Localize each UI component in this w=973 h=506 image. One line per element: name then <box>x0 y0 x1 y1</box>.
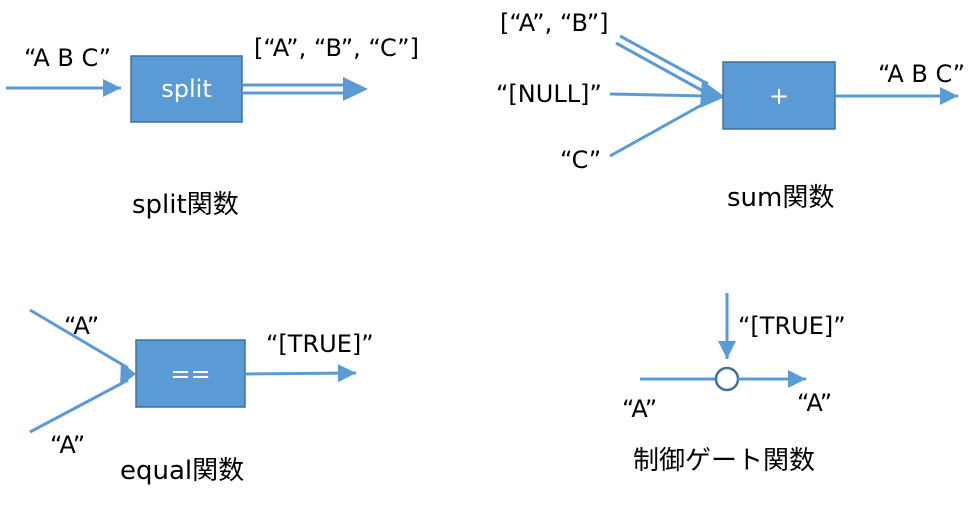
gate-control-label: “[TRUE]” <box>738 312 846 340</box>
sum-function: [“A”, “B”] “[NULL]” “C” + “A B C” sum関数 <box>496 9 965 213</box>
equal-input-arrow-2 <box>29 378 129 434</box>
equal-box <box>135 339 246 408</box>
equal-output-arrow <box>245 364 357 383</box>
sum-box <box>722 61 836 130</box>
split-function: “A B C” split [“A”, “B”, “C”] split関数 <box>6 34 419 220</box>
sum-input-arrow-1 <box>615 34 709 93</box>
sum-box-label: + <box>769 82 789 110</box>
gate-input-label: “A” <box>622 395 657 423</box>
equal-input-label-2: “A” <box>50 431 85 459</box>
split-box-label: split <box>161 75 211 103</box>
sum-caption: sum関数 <box>727 183 834 213</box>
sum-output-label: “A B C” <box>878 60 965 88</box>
split-input-label: “A B C” <box>24 44 111 72</box>
sum-input-arrow-3 <box>609 100 708 158</box>
sum-merge-arrowhead <box>700 80 725 108</box>
equal-input-arrow-1 <box>29 308 129 370</box>
equal-merge-arrowhead <box>120 362 136 386</box>
split-caption: split関数 <box>132 190 239 220</box>
gate-function: “[TRUE]” “A” “A” 制御ゲート関数 <box>622 293 846 476</box>
split-output-label: [“A”, “B”, “C”] <box>254 34 419 62</box>
equal-output-label: “[TRUE]” <box>266 330 374 358</box>
gate-output-label: “A” <box>797 389 832 417</box>
sum-input-label-3: “C” <box>560 146 601 174</box>
equal-caption: equal関数 <box>120 456 244 486</box>
equal-box-label: == <box>170 360 210 388</box>
split-output-arrow <box>243 77 368 101</box>
equal-function: “A” “A” == “[TRUE]” equal関数 <box>29 308 374 486</box>
gate-caption: 制御ゲート関数 <box>633 446 815 476</box>
split-box <box>130 55 243 123</box>
sum-input-arrow-2 <box>609 92 707 98</box>
equal-input-label-1: “A” <box>64 312 99 340</box>
sum-input-label-2: “[NULL]” <box>496 80 602 108</box>
sum-input-label-1: [“A”, “B”] <box>500 9 609 37</box>
gate-node <box>714 366 740 392</box>
